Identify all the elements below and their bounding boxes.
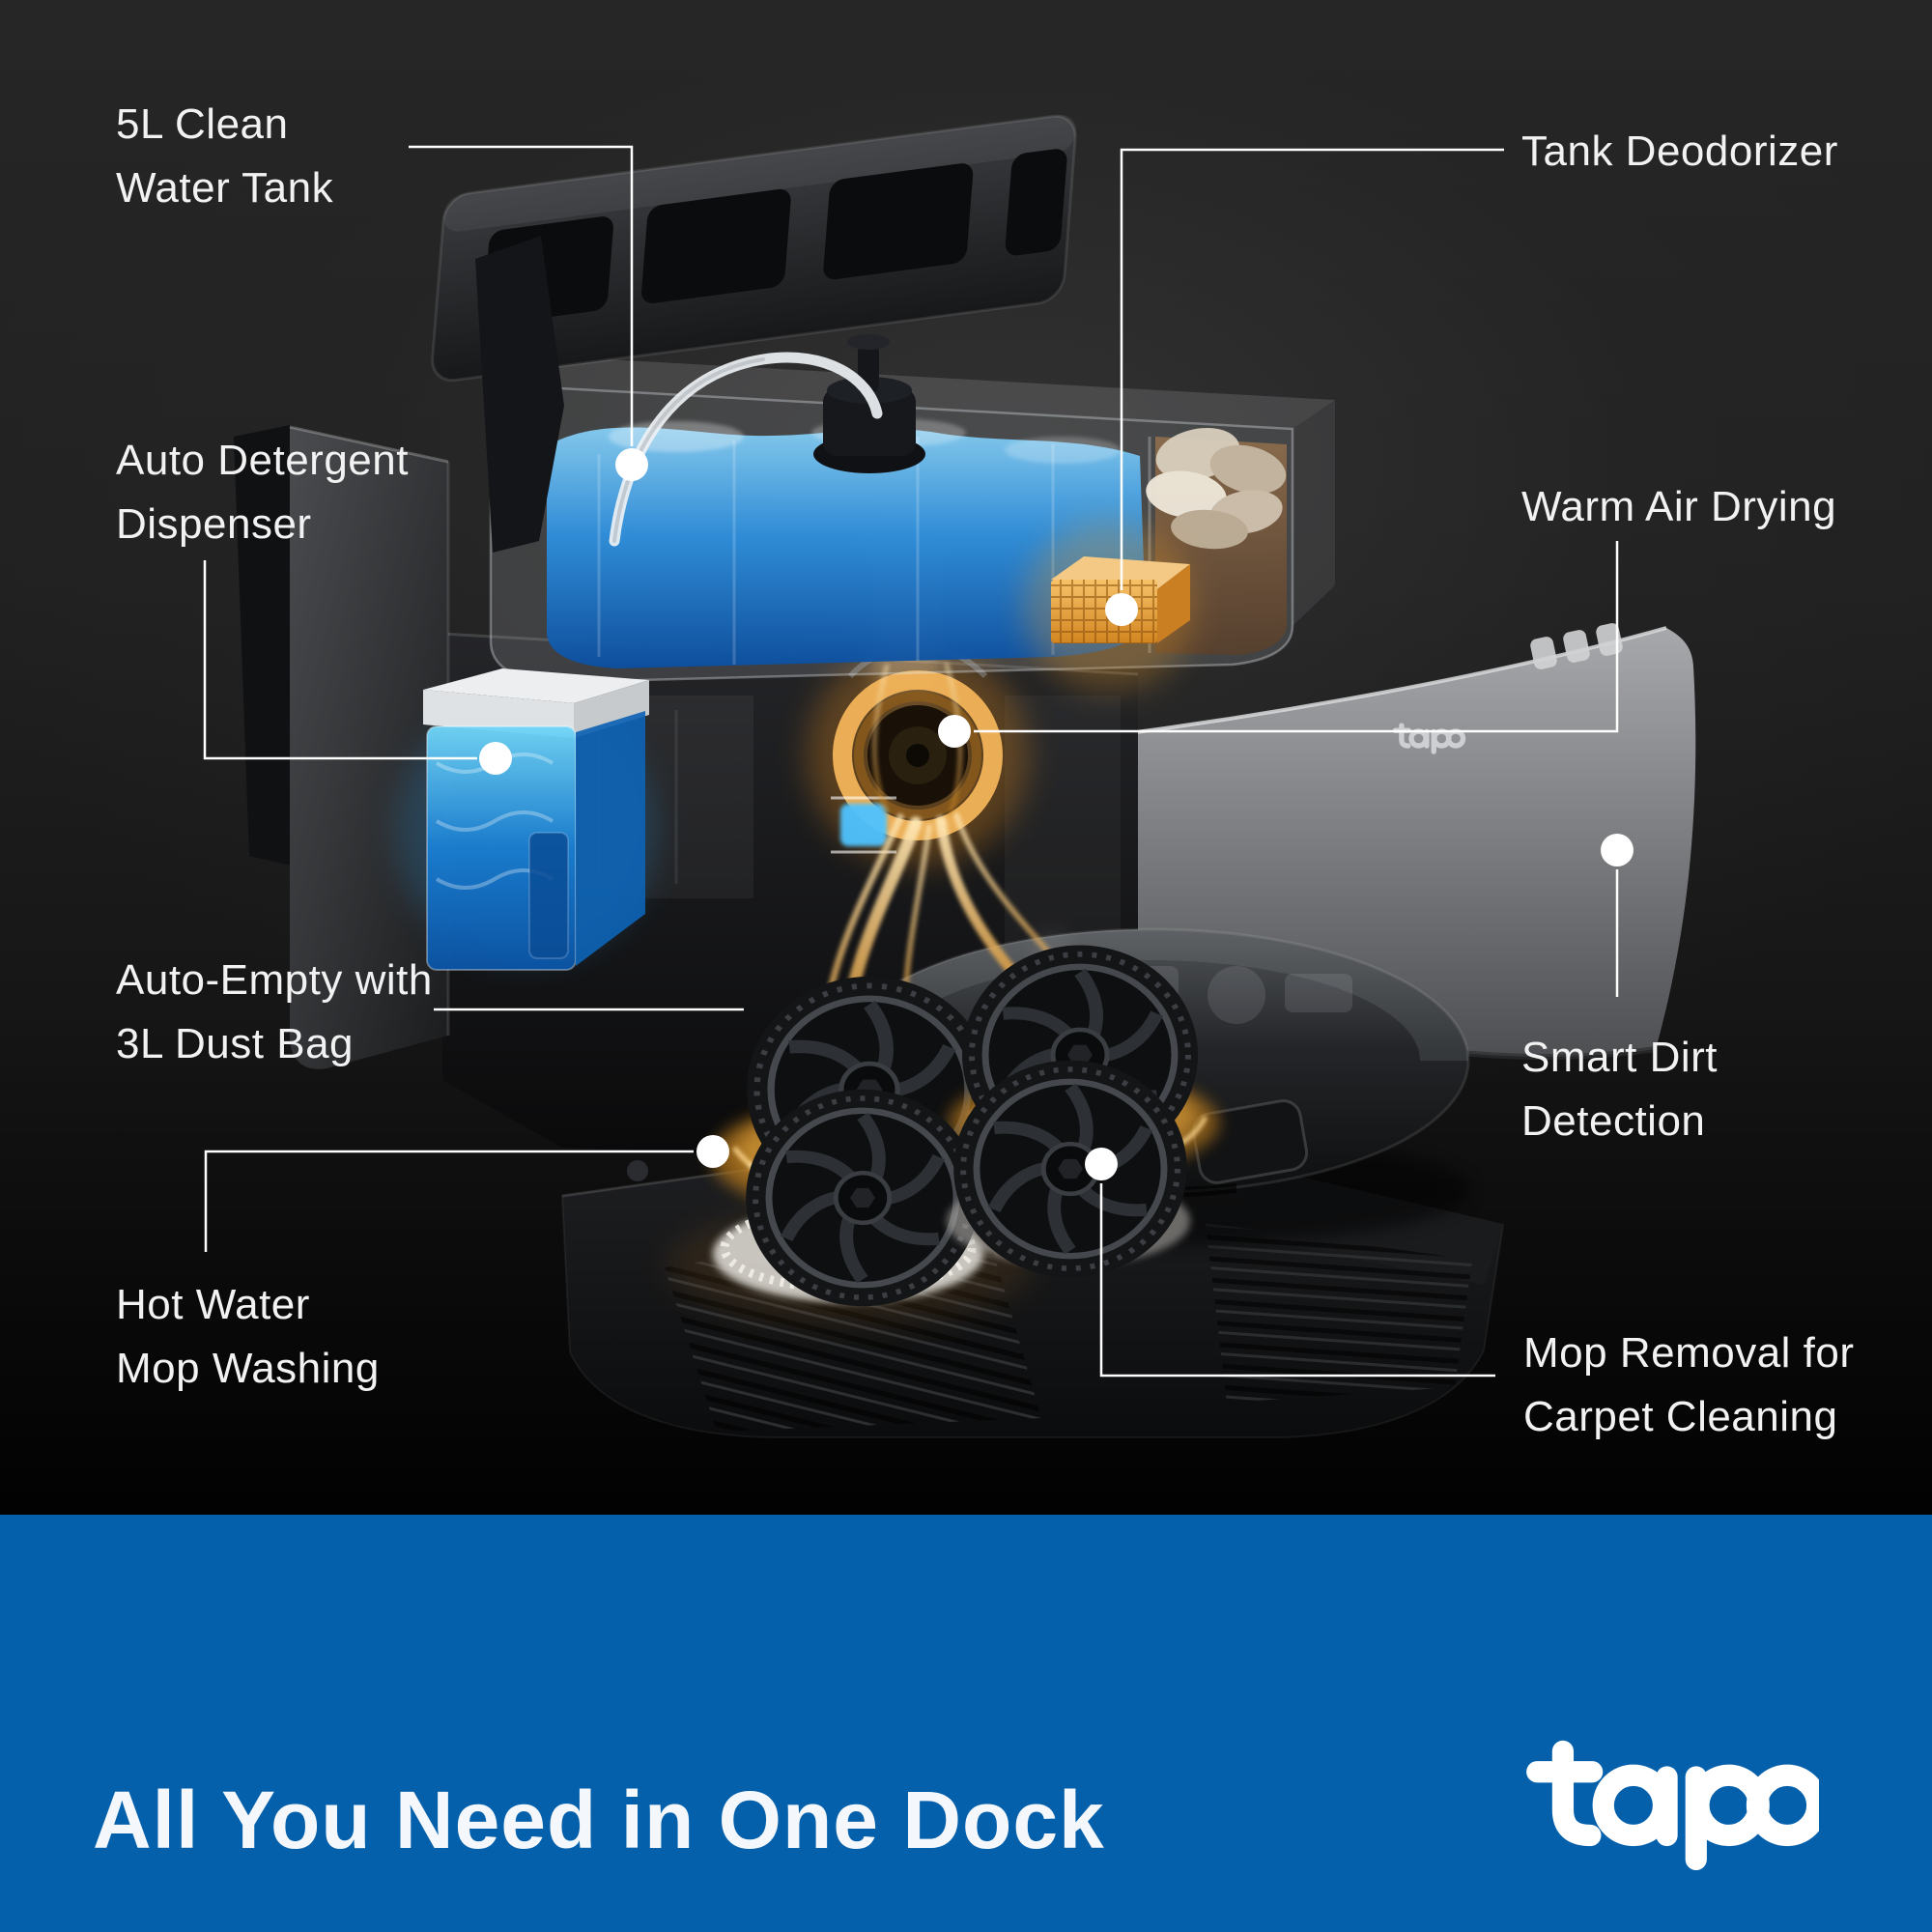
mop-pads — [711, 946, 1219, 1307]
label-line: Auto Detergent — [116, 437, 409, 484]
label-mop-removal: Mop Removal for Carpet Cleaning — [1523, 1321, 1855, 1449]
water-pump — [813, 334, 925, 473]
footer-band — [0, 1515, 1932, 1932]
callout-dot-detergent — [479, 742, 512, 775]
lid-hinge — [475, 236, 564, 553]
callout-line-deodorizer — [1120, 148, 1504, 590]
label-line: Auto-Empty with — [116, 956, 433, 1004]
water-tank-assembly — [489, 334, 1335, 684]
label-line: Detection — [1521, 1097, 1706, 1145]
callout-dot-deodorizer — [1105, 593, 1138, 626]
label-smart-dirt-detection: Smart Dirt Detection — [1521, 1026, 1718, 1153]
callout-dot-warm-air — [938, 715, 971, 748]
callout-line-warm-air — [974, 541, 1619, 733]
label-auto-empty: Auto-Empty with 3L Dust Bag — [116, 949, 433, 1076]
callout-line-hot-water — [204, 1150, 694, 1252]
label-line: Tank Deodorizer — [1521, 128, 1838, 175]
callout-dot-hot-water — [696, 1135, 729, 1168]
callout-dot-clean-water — [615, 448, 648, 481]
label-line: Smart Dirt — [1521, 1034, 1718, 1081]
label-line: 3L Dust Bag — [116, 1020, 355, 1067]
detergent-reservoir — [396, 668, 657, 971]
footer-title: All You Need in One Dock — [93, 1775, 1105, 1865]
clean-water — [547, 427, 1146, 668]
tapo-logo — [1523, 1739, 1819, 1870]
dirt-sensor-cube — [840, 804, 887, 846]
label-line: Carpet Cleaning — [1523, 1393, 1838, 1440]
label-line: 5L Clean — [116, 100, 289, 148]
label-auto-detergent: Auto Detergent Dispenser — [116, 429, 409, 556]
label-clean-water-tank: 5L Clean Water Tank — [116, 93, 333, 220]
dock-lid — [431, 114, 1077, 553]
label-line: Water Tank — [116, 164, 334, 212]
label-line: Hot Water — [116, 1281, 310, 1328]
ramp-ribs-right — [1206, 1223, 1472, 1403]
label-line: Mop Washing — [116, 1345, 380, 1392]
callout-dot-smart-dirt — [1601, 834, 1634, 867]
label-line: Dispenser — [116, 500, 312, 548]
label-line: Mop Removal for — [1523, 1329, 1855, 1377]
label-warm-air-drying: Warm Air Drying — [1521, 475, 1836, 539]
label-line: Warm Air Drying — [1521, 483, 1837, 530]
callout-line-clean-water — [409, 145, 634, 446]
dock-door — [234, 425, 450, 1069]
label-tank-deodorizer: Tank Deodorizer — [1521, 120, 1838, 184]
callout-dot-mop-removal — [1085, 1148, 1118, 1180]
dust-bag — [1146, 427, 1287, 550]
callout-dots — [479, 448, 1634, 1180]
robot-bin-button — [1191, 1099, 1309, 1184]
callout-lines — [203, 145, 1619, 1378]
label-hot-water-mop-washing: Hot Water Mop Washing — [116, 1273, 380, 1401]
callout-line-detergent — [203, 560, 477, 760]
callout-line-mop-removal — [1099, 1183, 1495, 1378]
